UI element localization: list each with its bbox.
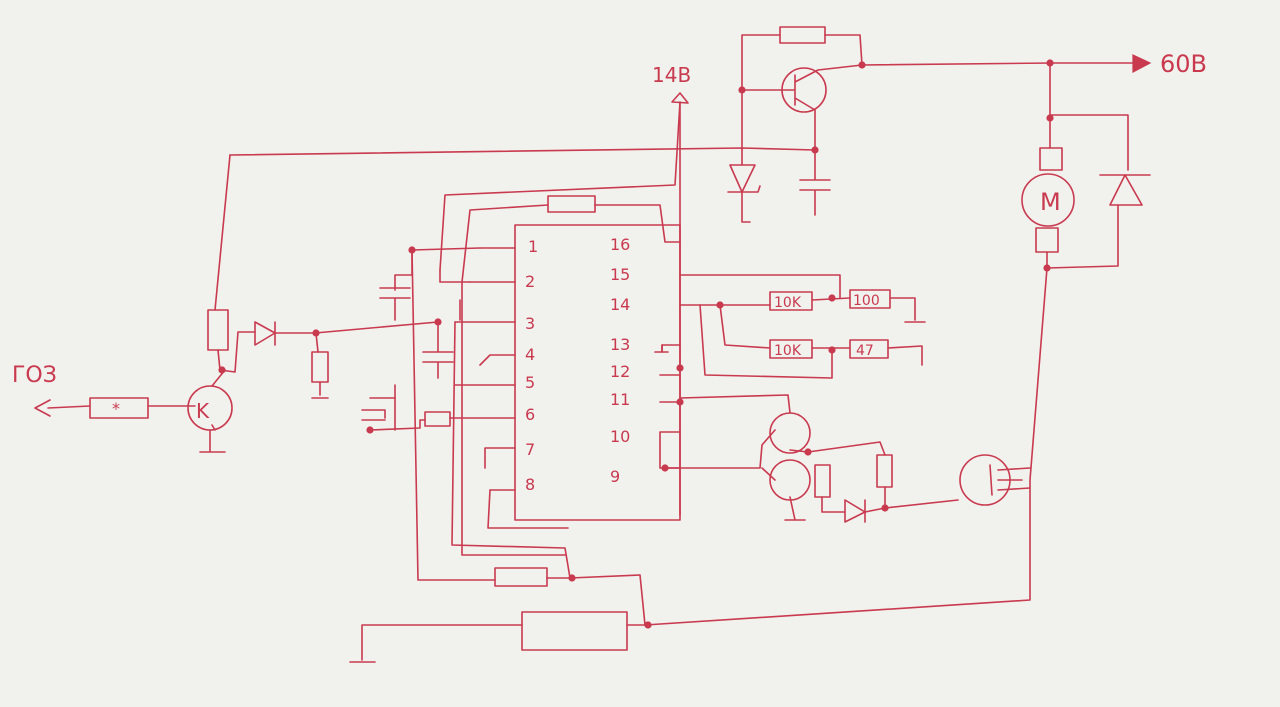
ic-pin-13: 13 (610, 335, 630, 354)
input-transistor-label: K (196, 399, 210, 423)
pin6-resistor (424, 411, 451, 427)
motor-symbol (1021, 173, 1075, 227)
feedback-resistor (779, 26, 826, 44)
ic-pin-14: 14 (610, 295, 630, 314)
motor-stage: M (644, 59, 1151, 626)
ic-chip: 1 2 3 4 5 6 7 8 16 15 14 13 12 11 10 9 (449, 204, 841, 521)
input-shunt-resistor (311, 351, 329, 383)
resistor-100-label: 100 (853, 293, 880, 309)
input-transistor-symbol (187, 385, 233, 431)
input-resistor-star-label: * (112, 399, 120, 418)
input-resistor-star (89, 397, 149, 419)
resistor-100 (849, 289, 891, 309)
motor-brush-bottom (1035, 227, 1059, 253)
resistor-10k-b (769, 339, 813, 359)
ic-pin-5: 5 (525, 373, 535, 392)
timing-network (361, 101, 681, 581)
ic-pin-3: 3 (525, 314, 535, 333)
ic-pin-15: 15 (610, 265, 630, 284)
supply-14v-label: 14B (652, 63, 691, 87)
driver-transistor-top (769, 412, 811, 454)
motor-brush-top (1039, 147, 1063, 171)
input-goz-label: ГОЗ (12, 363, 57, 388)
ic-pin-2: 2 (525, 272, 535, 291)
resistor-10k-a-label: 10K (774, 295, 802, 311)
ic-pin-8: 8 (525, 475, 535, 494)
resistor-10k-b-label: 10K (774, 343, 802, 359)
timing-resistor (547, 195, 596, 213)
resistor-47-label: 47 (856, 343, 874, 359)
supply-60v-label: 60B (1160, 50, 1207, 78)
sense-resistor-shunt (521, 611, 628, 651)
power-transistor-stage (229, 26, 1152, 223)
ic-pin-9: 9 (610, 467, 620, 486)
driver-transistor-bottom (769, 459, 811, 501)
ic-pin-11: 11 (610, 390, 630, 409)
motor-label: M (1040, 188, 1061, 216)
input-stage: ГОЗ * K (12, 154, 439, 453)
ic-pin-4: 4 (525, 345, 535, 364)
ic-pin-10: 10 (610, 427, 630, 446)
input-pullup-resistor (207, 309, 229, 351)
resistor-10k-a (769, 291, 813, 311)
ic-pin-16: 16 (610, 235, 630, 254)
current-sense (349, 489, 652, 663)
ic-pin-7: 7 (525, 440, 535, 459)
sense-resistor-small (494, 567, 548, 587)
driver-stage (664, 394, 1031, 523)
ic-pin-1: 1 (528, 237, 538, 256)
ic-pin-12: 12 (610, 362, 630, 381)
gate-resistor (814, 464, 831, 498)
resistor-47 (849, 339, 889, 359)
supply-14v: 14B (652, 63, 691, 516)
ic-pin-6: 6 (525, 405, 535, 424)
ic-body (514, 224, 681, 521)
divider-resistors: 10K 100 10K 47 (699, 289, 926, 379)
gate-pulldown-resistor (876, 454, 893, 488)
